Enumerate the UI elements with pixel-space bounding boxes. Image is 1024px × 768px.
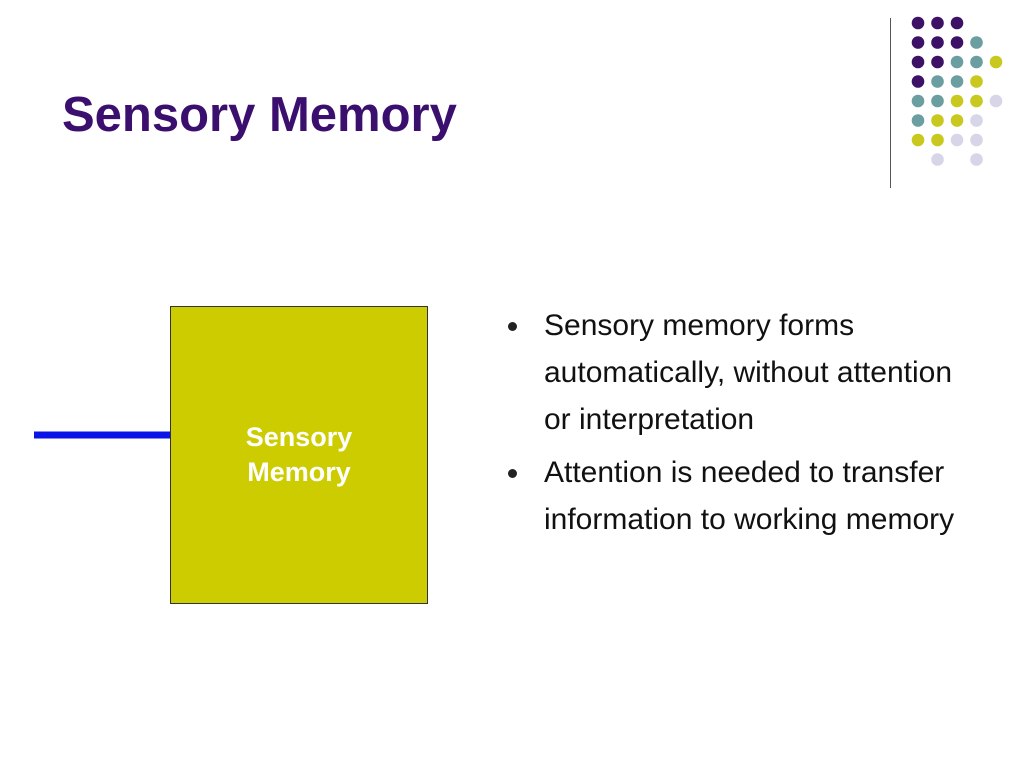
decorative-dot	[970, 75, 983, 88]
decorative-dot	[950, 75, 964, 88]
decorative-dot	[911, 94, 925, 108]
decorative-dot	[911, 16, 925, 30]
decorative-dot	[989, 94, 1003, 108]
sensory-memory-box: Sensory Memory	[170, 306, 428, 604]
sensory-memory-box-label: Sensory Memory	[245, 421, 353, 487]
decorative-dot	[970, 55, 983, 69]
slide-title: Sensory Memory	[62, 88, 457, 142]
bullet-dot-icon	[508, 469, 517, 478]
bullet-text: Sensory memory forms automatically, with…	[544, 309, 953, 436]
bullet-list: Sensory memory forms automatically, with…	[506, 302, 1006, 549]
decorative-dot	[931, 114, 944, 127]
decorative-dot	[931, 153, 944, 166]
bullet-item: Attention is needed to transfer informat…	[506, 449, 974, 543]
decorative-dot	[911, 114, 925, 127]
decorative-dot	[911, 133, 925, 147]
bullet-text: Attention is needed to transfer informat…	[544, 456, 955, 536]
decorative-dot	[970, 114, 983, 127]
decorative-dot	[911, 75, 925, 88]
decorative-dot	[931, 75, 944, 88]
decorative-dot	[970, 153, 983, 166]
decorative-dot	[950, 36, 964, 49]
decorative-dot	[950, 133, 964, 147]
decorative-dot-grid	[911, 16, 1003, 166]
decorative-dot	[931, 16, 944, 30]
bullet-dot-icon	[508, 322, 517, 331]
decorative-dot	[950, 114, 964, 127]
decorative-divider	[890, 18, 891, 188]
decorative-dot	[911, 55, 925, 69]
decorative-dot	[970, 133, 983, 147]
bullet-item: Sensory memory forms automatically, with…	[506, 302, 974, 443]
decorative-dot	[950, 16, 964, 30]
decorative-dot	[970, 94, 983, 108]
decorative-dot	[931, 94, 944, 108]
decorative-dot	[911, 36, 925, 49]
decorative-dot	[950, 94, 964, 108]
decorative-dot	[989, 55, 1003, 69]
decorative-dot	[970, 36, 983, 49]
decorative-dot	[931, 133, 944, 147]
decorative-dot	[931, 36, 944, 49]
decorative-dot	[950, 55, 964, 69]
decorative-dot	[931, 55, 944, 69]
